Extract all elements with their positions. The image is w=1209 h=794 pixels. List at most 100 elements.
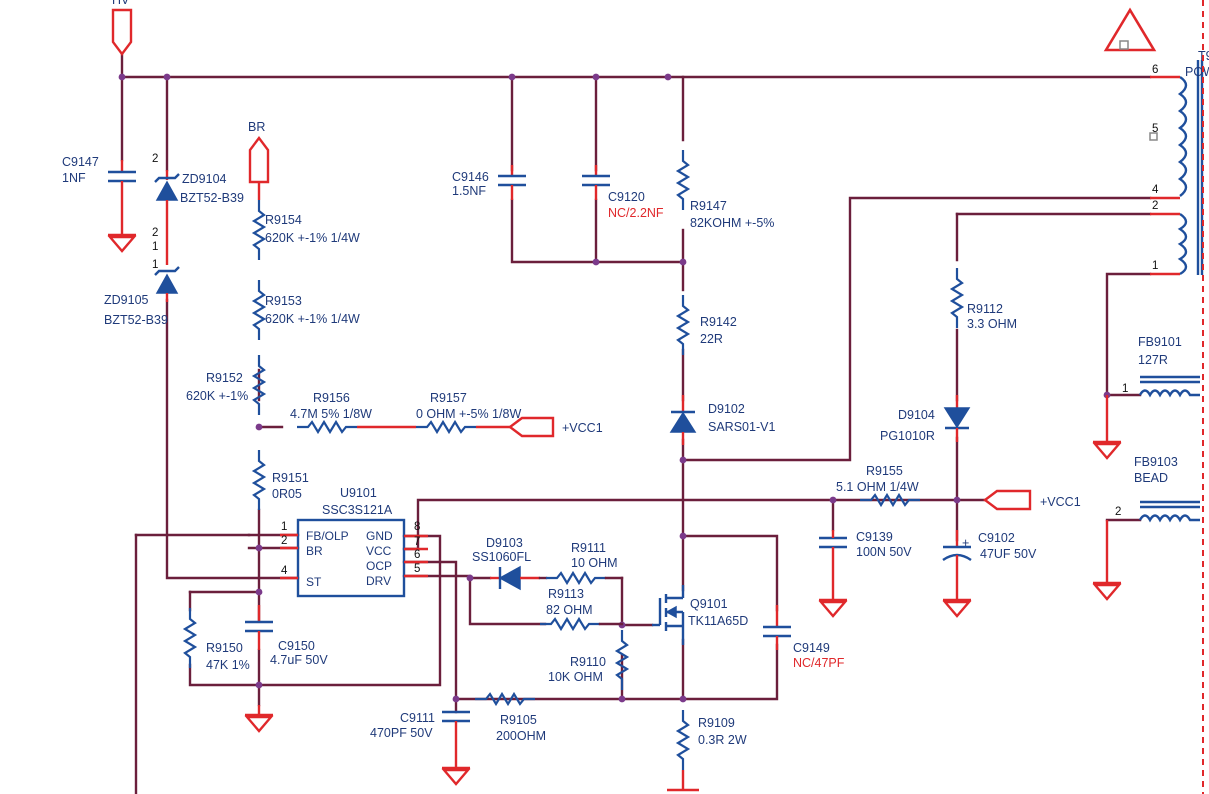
diode-d9103: D9103 SS1060FL <box>472 536 540 591</box>
ground-symbol <box>106 223 138 253</box>
svg-text:R9151: R9151 <box>272 471 309 485</box>
svg-text:ZD9104: ZD9104 <box>182 172 227 186</box>
svg-text:5: 5 <box>414 563 420 575</box>
svg-text:FB/OLP: FB/OLP <box>306 529 349 543</box>
svg-text:NC/47PF: NC/47PF <box>793 656 845 670</box>
svg-text:R9150: R9150 <box>206 641 243 655</box>
svg-text:HV: HV <box>112 0 130 7</box>
svg-text:D9103: D9103 <box>486 536 523 550</box>
svg-text:2: 2 <box>1152 200 1158 212</box>
svg-text:BR: BR <box>306 544 323 558</box>
capacitor-c9120: C9120 NC/2.2NF <box>582 165 664 220</box>
svg-text:82 OHM: 82 OHM <box>546 603 593 617</box>
svg-text:1: 1 <box>281 521 287 533</box>
svg-text:4: 4 <box>281 565 288 577</box>
svg-text:1: 1 <box>152 241 158 253</box>
zener-zd9105: 2 1 ZD9105 BZT52-B39 <box>104 227 180 327</box>
svg-text:6: 6 <box>414 549 420 561</box>
svg-text:R9157: R9157 <box>430 391 467 405</box>
capacitor-c9146: C9146 1.5NF <box>452 165 526 200</box>
resistor-r9109: R9109 0.3R 2W <box>667 708 747 792</box>
ferrite-bead-fb9101: 1 FB9101 127R <box>1091 335 1200 460</box>
capacitor-c9149: C9149 NC/47PF <box>763 605 845 670</box>
svg-text:ST: ST <box>306 575 322 589</box>
svg-text:2: 2 <box>1115 506 1121 518</box>
ferrite-bead-fb9103: 2 FB9103 BEAD <box>1091 455 1200 601</box>
resistor-r9151: R9151 0R05 <box>252 448 309 512</box>
svg-text:82KOHM +-5%: 82KOHM +-5% <box>690 216 774 230</box>
svg-text:R9112: R9112 <box>967 302 1003 316</box>
capacitor-c9111: C9111 470PF 50V <box>370 710 470 758</box>
svg-text:5: 5 <box>1152 123 1158 135</box>
resistor-r9147: R9147 82KOHM +-5% <box>676 148 774 230</box>
ground-symbol <box>1091 430 1123 460</box>
svg-text:1.5NF: 1.5NF <box>452 184 486 198</box>
diode-d9104: D9104 PG1010R <box>880 395 971 443</box>
svg-text:8: 8 <box>414 521 420 533</box>
ground-symbol <box>941 588 973 618</box>
svg-text:0.3R 2W: 0.3R 2W <box>698 733 747 747</box>
resistor-r9156: R9156 4.7M 5% 1/8W <box>290 391 372 434</box>
svg-text:4.7uF 50V: 4.7uF 50V <box>270 653 328 667</box>
net-label-vcc1-a: +VCC1 <box>508 416 603 438</box>
svg-text:DRV: DRV <box>366 574 391 588</box>
svg-text:D9104: D9104 <box>898 408 935 422</box>
mosfet-q9101: Q9101 TK11A65D <box>652 585 748 645</box>
svg-text:NC/2.2NF: NC/2.2NF <box>608 206 664 220</box>
svg-text:620K +-1% 1/4W: 620K +-1% 1/4W <box>265 312 360 326</box>
svg-text:7: 7 <box>414 536 420 548</box>
transformer: 6 5 4 2 1 T9 POW <box>1149 49 1209 276</box>
svg-text:C9111: C9111 <box>400 711 435 725</box>
net-label-vcc1-b: +VCC1 <box>983 489 1081 511</box>
svg-text:TK11A65D: TK11A65D <box>688 614 748 628</box>
svg-text:+VCC1: +VCC1 <box>1040 495 1081 509</box>
svg-text:+VCC1: +VCC1 <box>562 421 603 435</box>
svg-text:22R: 22R <box>700 332 723 346</box>
svg-text:R9156: R9156 <box>313 391 350 405</box>
svg-text:R9111: R9111 <box>571 541 606 555</box>
capacitor-c9150: C9150 4.7uF 50V <box>245 605 328 667</box>
svg-text:C9139: C9139 <box>856 530 893 544</box>
svg-text:10K OHM: 10K OHM <box>548 670 603 684</box>
svg-text:C9146: C9146 <box>452 170 489 184</box>
svg-text:1: 1 <box>1152 260 1158 272</box>
svg-text:D9102: D9102 <box>708 402 745 416</box>
svg-text:0 OHM +-5% 1/8W: 0 OHM +-5% 1/8W <box>416 407 521 421</box>
svg-text:470PF 50V: 470PF 50V <box>370 726 433 740</box>
svg-text:PG1010R: PG1010R <box>880 429 935 443</box>
svg-text:OCP: OCP <box>366 559 392 573</box>
svg-text:BZT52-B39: BZT52-B39 <box>180 191 244 205</box>
svg-text:5.1 OHM 1/4W: 5.1 OHM 1/4W <box>836 480 919 494</box>
svg-text:FB9103: FB9103 <box>1134 455 1178 469</box>
resistor-r9112: R9112 3.3 OHM <box>950 266 1017 331</box>
svg-text:POW: POW <box>1185 65 1209 79</box>
resistor-r9110: R9110 10K OHM <box>548 628 629 692</box>
svg-text:SSC3S121A: SSC3S121A <box>322 503 393 517</box>
resistor-r9152: R9152 620K +-1% <box>186 353 266 417</box>
resistor-r9154: R9154 620K +-1% 1/4W <box>252 198 360 262</box>
svg-text:4: 4 <box>1152 184 1159 196</box>
svg-text:BR: BR <box>248 120 265 134</box>
svg-text:R9110: R9110 <box>570 655 606 669</box>
net-label-br: BR <box>248 120 270 184</box>
svg-text:C9147: C9147 <box>62 155 99 169</box>
capacitor-c9147: C9147 1NF <box>62 155 138 253</box>
svg-text:C9149: C9149 <box>793 641 830 655</box>
ground-symbol <box>243 703 275 733</box>
svg-text:2: 2 <box>281 535 287 547</box>
svg-text:2: 2 <box>152 227 158 239</box>
resistor-r9150: R9150 47K 1% <box>183 606 250 672</box>
resistor-r9157: R9157 0 OHM +-5% 1/8W <box>414 391 521 434</box>
svg-text:Q9101: Q9101 <box>690 597 728 611</box>
resistor-r9153: R9153 620K +-1% 1/4W <box>252 278 360 342</box>
svg-text:200OHM: 200OHM <box>496 729 546 743</box>
svg-text:0R05: 0R05 <box>272 487 302 501</box>
svg-text:6: 6 <box>1152 64 1158 76</box>
resistor-r9111: R9111 10 OHM <box>544 541 618 585</box>
resistor-r9142: R9142 22R <box>676 293 737 357</box>
capacitor-c9139: C9139 100N 50V <box>819 530 912 590</box>
diode-d9102: D9102 SARS01-V1 <box>669 395 775 445</box>
capacitor-c9102: + C9102 47UF 50V <box>942 530 1037 590</box>
ground-symbol <box>817 588 849 618</box>
